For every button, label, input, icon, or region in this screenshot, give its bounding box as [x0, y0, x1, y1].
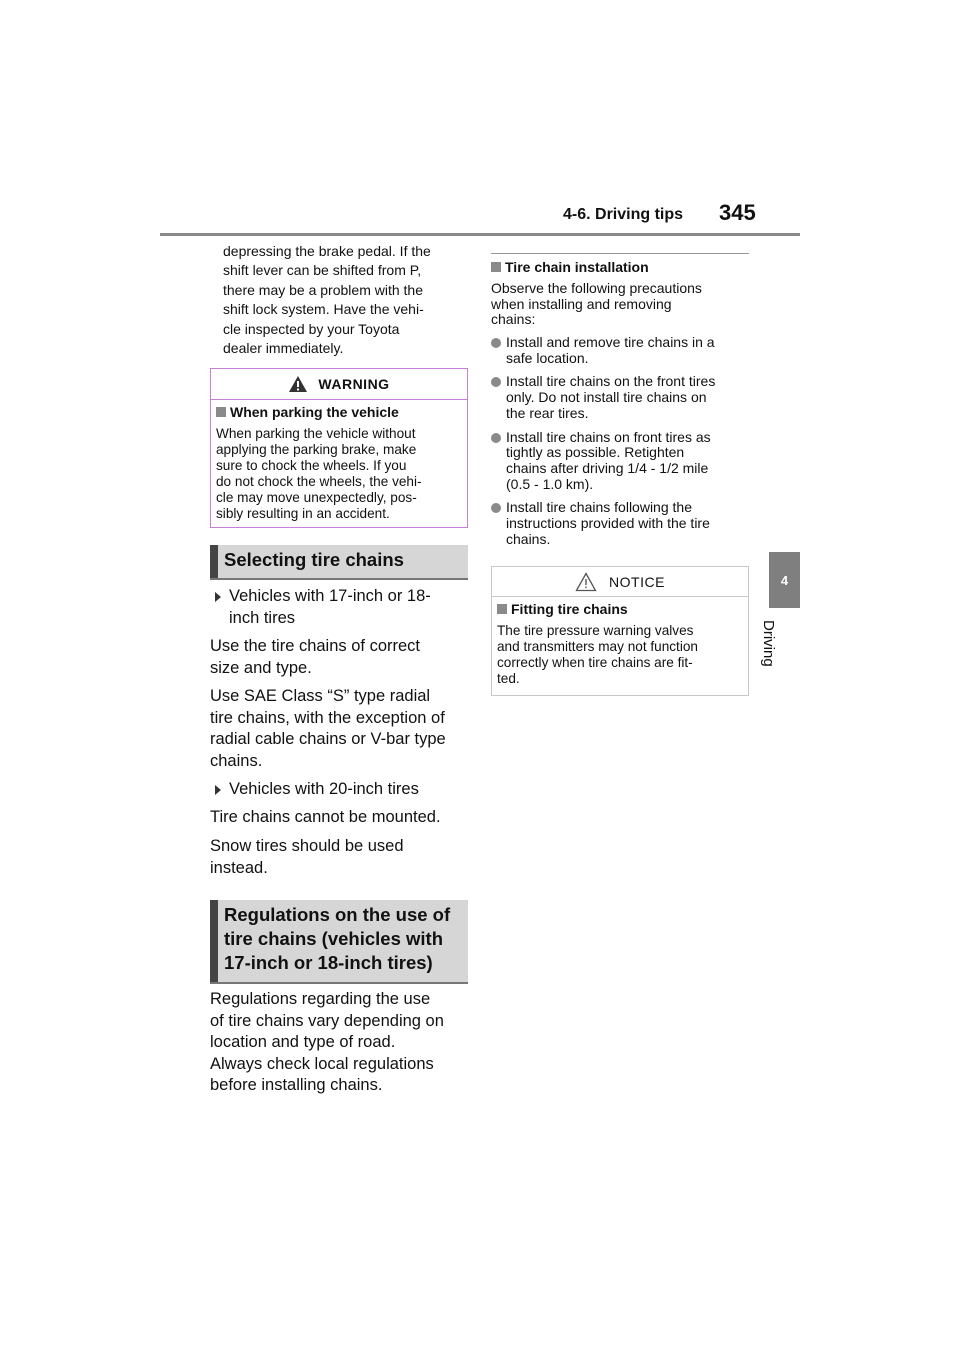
warning-subheading: When parking the vehicle: [216, 404, 399, 420]
text-line: ted.: [497, 671, 520, 686]
warning-triangle-icon: [289, 376, 308, 392]
circle-bullet-icon: [491, 338, 501, 348]
text-line: only. Do not install tire chains on: [506, 389, 707, 406]
text-line: The tire pressure warning valves: [497, 623, 694, 638]
text-line: sibly resulting in an accident.: [216, 506, 390, 521]
circle-bullet-icon: [491, 503, 501, 514]
text-line: correctly when tire chains are fit-: [497, 655, 693, 670]
subheading-tire-chain-installation: Tire chain installation: [491, 259, 649, 275]
text-line: tire chains, with the exception of: [210, 708, 445, 727]
paragraph-snow-tires: Snow tires should be used instead.: [210, 836, 472, 879]
heading-rule: [210, 982, 468, 984]
heading-selecting-tire-chains: Selecting tire chains: [210, 545, 468, 578]
text-line: Observe the following precautions: [491, 280, 702, 296]
notice-header: NOTICE: [492, 567, 748, 597]
triangle-bullet-icon: [215, 785, 221, 795]
text-line: cle inspected by your Toyota: [223, 320, 400, 337]
list-item: Install tire chains following the instru…: [491, 500, 749, 547]
text-line: Install and remove tire chains in a: [506, 334, 715, 350]
text-line: radial cable chains or V-bar type: [210, 730, 446, 748]
text-line: Snow tires should be used: [210, 837, 404, 855]
circle-bullet-icon: [491, 432, 501, 443]
notice-title: NOTICE: [609, 573, 665, 590]
continued-paragraph: depressing the brake pedal. If the shift…: [223, 242, 473, 358]
text-line: shift lever can be shifted from P,: [223, 262, 422, 279]
text-line: inch tires: [229, 608, 296, 627]
text-line: Install tire chains on the front tires: [506, 373, 716, 390]
text-line: Use the tire chains of correct: [210, 637, 421, 655]
text-line: instead.: [210, 858, 268, 877]
paragraph-correct-size: Use the tire chains of correct size and …: [210, 636, 470, 679]
notice-box: NOTICE Fitting tire chains The tire pres…: [491, 566, 749, 696]
list-item: Install tire chains on the front tires o…: [491, 374, 749, 421]
warning-subheading-text: When parking the vehicle: [230, 404, 399, 420]
text-line: Use SAE Class “S” type radial: [210, 687, 431, 705]
text-line: chains:: [491, 311, 536, 328]
text-line: instructions provided with the tire: [506, 515, 710, 532]
warning-header: WARNING: [211, 369, 467, 400]
heading-regulations: Regulations on the use of tire chains (v…: [210, 900, 468, 982]
precaution-list: Install and remove tire chains in a safe…: [491, 334, 749, 555]
notice-subheading-text: Fitting tire chains: [511, 601, 628, 617]
text-line: applying the parking brake, make: [216, 442, 417, 457]
notice-body: The tire pressure warning valves and tra…: [497, 623, 743, 687]
text-line: location and type of road.: [210, 1033, 396, 1051]
square-bullet-icon: [216, 407, 226, 417]
notice-subheading: Fitting tire chains: [497, 601, 628, 617]
warning-title: WARNING: [318, 376, 390, 392]
text-line: Install tire chains on front tires as: [506, 428, 711, 445]
text-line: safe location.: [506, 349, 589, 366]
paragraph-sae-class: Use SAE Class “S” type radial tire chain…: [210, 686, 472, 772]
text-line: dealer immediately.: [223, 340, 344, 357]
list-item: Install and remove tire chains in a safe…: [491, 334, 749, 366]
text-line: depressing the brake pedal. If the: [223, 243, 431, 259]
warning-box: WARNING When parking the vehicle When pa…: [210, 368, 468, 528]
text-line: Install tire chains following the: [506, 499, 692, 516]
text-line: do not chock the wheels, the vehi-: [216, 474, 422, 489]
chapter-tab-number[interactable]: 4: [769, 552, 800, 608]
text-line: chains.: [210, 751, 263, 770]
column-divider: [491, 253, 749, 254]
text-line: size and type.: [210, 658, 312, 677]
text-line: Regulations on the use of: [224, 904, 451, 925]
text-line: Vehicles with 20-inch tires: [229, 780, 419, 798]
page-number: 345: [719, 200, 756, 225]
text-line: there may be a problem with the: [223, 281, 423, 298]
text-line: before installing chains.: [210, 1076, 383, 1094]
text-line: tire chains (vehicles with: [224, 928, 443, 949]
text-line: Vehicles with 17-inch or 18-: [229, 587, 431, 605]
text-line: 17-inch or 18-inch tires): [224, 952, 433, 973]
subheading-text: Tire chain installation: [505, 259, 649, 275]
text-line: shift lock system. Have the vehi-: [223, 301, 424, 318]
header-divider: [160, 233, 800, 236]
square-bullet-icon: [491, 262, 501, 272]
paragraph-precautions: Observe the following precautions when i…: [491, 280, 749, 328]
list-item: Install tire chains on front tires as ti…: [491, 428, 749, 493]
caution-triangle-icon: [575, 571, 597, 591]
circle-bullet-icon: [491, 377, 501, 388]
paragraph-cannot-mount: Tire chains cannot be mounted.: [210, 808, 441, 826]
triangle-bullet-icon: [215, 592, 221, 602]
text-line: sure to chock the wheels. If you: [216, 458, 407, 473]
text-line: (0.5 - 1.0 km).: [506, 475, 594, 492]
text-line: tightly as possible. Retighten: [506, 444, 685, 461]
text-line: and transmitters may not function: [497, 639, 698, 654]
paragraph-regulations: Regulations regarding the use of tire ch…: [210, 989, 475, 1097]
text-line: of tire chains vary depending on: [210, 1011, 444, 1030]
heading-rule: [210, 578, 468, 580]
text-line: when installing and removing: [491, 295, 672, 312]
section-title: 4-6. Driving tips: [563, 206, 684, 223]
text-line: the rear tires.: [506, 404, 589, 421]
square-bullet-icon: [497, 604, 507, 614]
warning-body: When parking the vehicle without applyin…: [216, 426, 464, 522]
text-line: chains after driving 1/4 - 1/2 mile: [506, 459, 709, 476]
text-line: chains.: [506, 530, 551, 547]
text-line: Always check local regulations: [210, 1054, 434, 1073]
text-line: cle may move unexpectedly, pos-: [216, 490, 417, 505]
chapter-tab-label-text: Driving: [760, 620, 777, 667]
text-line: When parking the vehicle without: [216, 426, 416, 441]
text-line: Regulations regarding the use: [210, 990, 431, 1008]
